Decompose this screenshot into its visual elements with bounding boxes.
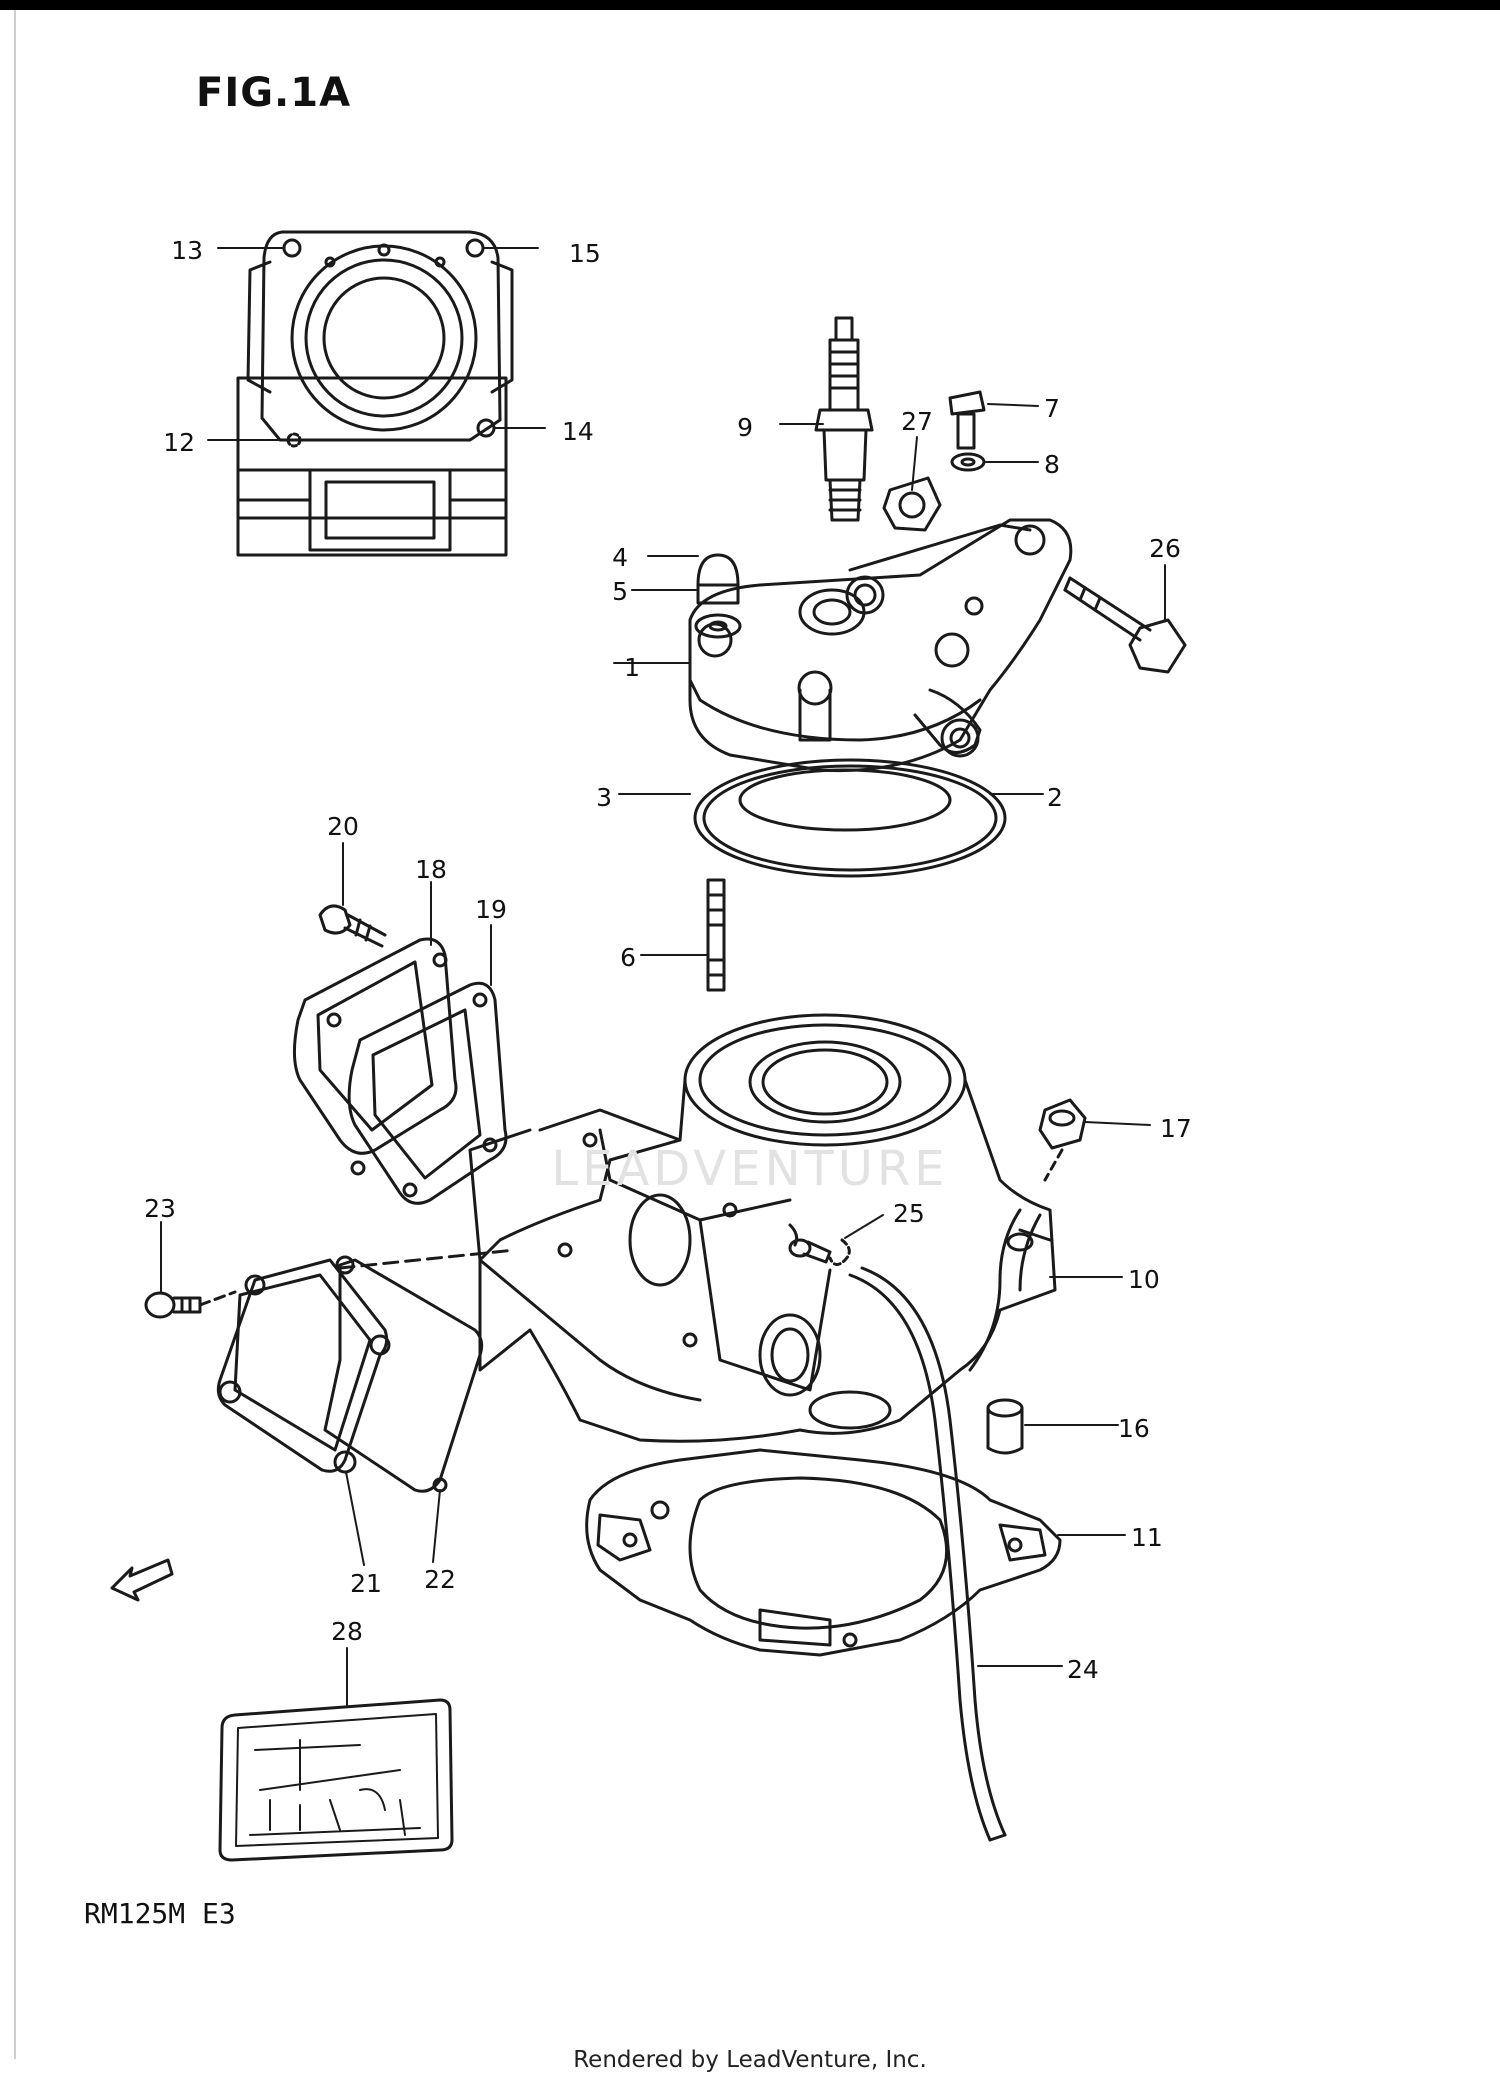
callout-21: 21 [350,1569,382,1598]
callout-7: 7 [1044,394,1060,423]
cylinder-base-gasket [585,1448,1062,1657]
reed-screw [318,904,387,948]
callout-23: 23 [144,1194,176,1223]
cylinder-stud [706,878,726,992]
scan-top-border [0,0,1500,10]
callout-12: 12 [163,428,195,457]
head-o-rings [693,758,1007,878]
callout-14: 14 [562,417,594,446]
callout-25: 25 [893,1199,925,1228]
callout-10: 10 [1128,1265,1160,1294]
head-nut [882,476,942,532]
scan-left-edge [14,10,16,2059]
callout-8: 8 [1044,450,1060,479]
cover-screw [144,1290,237,1319]
model-code: RM125M E3 [84,1897,236,1930]
head-bolt-washer [948,390,986,472]
long-bolt [1063,576,1187,674]
reed-valve-gaskets [293,937,508,1205]
watermark: LEADVENTURE [551,1141,948,1197]
callout-15: 15 [569,239,601,268]
callout-1: 1 [624,653,640,682]
cylinder-body [468,1013,1057,1443]
callout-3: 3 [596,783,612,812]
callout-2: 2 [1047,783,1063,812]
callout-18: 18 [415,855,447,884]
dowel-pin [986,1398,1024,1455]
callout-5: 5 [612,577,628,606]
leader-lines [160,247,1166,1706]
cylinder-nut [1038,1098,1087,1182]
callout-9: 9 [737,413,753,442]
callout-6: 6 [620,943,636,972]
callout-24: 24 [1067,1655,1099,1684]
hose-fitting [788,1238,851,1266]
callout-26: 26 [1149,534,1181,563]
callout-4: 4 [612,543,628,572]
watermark-text: LEADVENTURE [551,1141,948,1197]
callout-13: 13 [171,236,203,265]
reed-cover-and-gasket [216,1248,517,1493]
callout-11: 11 [1131,1523,1163,1552]
callout-20: 20 [327,812,359,841]
callout-22: 22 [424,1565,456,1594]
part-callouts: 1 2 3 4 5 6 7 8 9 10 11 12 13 14 15 16 1… [144,236,1192,1684]
render-credit: Rendered by LeadVenture, Inc. [573,2047,927,2073]
cylinder-top-view-inset [236,230,514,557]
callout-28: 28 [331,1617,363,1646]
callout-17: 17 [1160,1114,1192,1143]
callout-19: 19 [475,895,507,924]
fwd-arrow-icon [110,1558,174,1602]
callout-27: 27 [901,407,933,436]
cylinder-head [688,518,1073,773]
breather-hose [848,1266,1007,1842]
figure-title: FIG.1A [196,70,352,116]
caution-label [218,1698,454,1862]
callout-16: 16 [1118,1414,1150,1443]
spark-plug [814,316,874,522]
